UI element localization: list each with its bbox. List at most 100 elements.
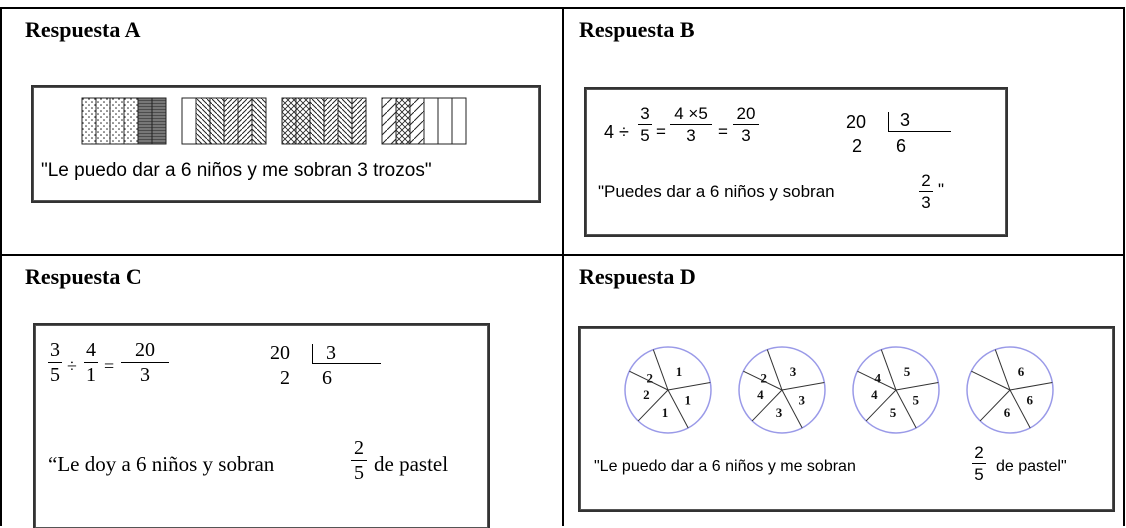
pie-sector-label: 1 bbox=[662, 405, 669, 420]
cell-b-remainder: 2 bbox=[852, 136, 863, 156]
pie-sector-label: 3 bbox=[790, 364, 797, 379]
pie-sector-line bbox=[994, 349, 1011, 391]
cell-d-quote-frac-num: 2 bbox=[974, 443, 984, 462]
pie-sector-label: 2 bbox=[647, 371, 654, 386]
cell-b-lead: 4 ÷ bbox=[604, 122, 629, 142]
cell-b-quote-frac-num: 2 bbox=[921, 171, 931, 190]
pie-sector-label: 5 bbox=[904, 364, 911, 379]
pie-sector-line bbox=[857, 370, 897, 391]
cell-a-title: Respuesta A bbox=[25, 17, 141, 42]
pie-sector-label: 4 bbox=[871, 387, 878, 402]
cell-b-title: Respuesta B bbox=[579, 17, 695, 42]
pie-sector-line bbox=[766, 349, 783, 391]
cell-c-quote-frac-num: 2 bbox=[354, 437, 364, 459]
cell-b-long-division: 20 3 2 6 bbox=[846, 110, 956, 160]
fraction-bar-2 bbox=[181, 97, 267, 145]
cell-a-quote: "Le puedo dar a 6 niños y me sobran 3 tr… bbox=[41, 160, 432, 181]
cell-c-dividend: 20 bbox=[270, 342, 290, 364]
cell-d-quote-frac-den: 5 bbox=[974, 465, 984, 484]
table-divider-vertical bbox=[562, 7, 564, 526]
cell-c-divisor: 3 bbox=[326, 342, 336, 364]
table-border-left bbox=[0, 7, 2, 526]
cell-c-div-sign: ÷ bbox=[67, 356, 77, 376]
pie-sector-line bbox=[637, 389, 669, 422]
cell-d-title: Respuesta D bbox=[579, 264, 696, 289]
cell-c-remainder: 2 bbox=[280, 367, 290, 389]
fraction-bars-illustration bbox=[81, 97, 467, 145]
cell-c-frac-2-den: 1 bbox=[86, 364, 96, 386]
table-divider-horizontal bbox=[0, 254, 1124, 256]
cell-d-quote: "Le puedo dar a 6 niños y me sobran bbox=[594, 458, 856, 475]
cell-b-quotient: 6 bbox=[896, 136, 907, 156]
cell-c-quotient: 6 bbox=[322, 367, 332, 389]
cell-b-box bbox=[584, 87, 1008, 237]
pie-sector-line bbox=[979, 389, 1011, 422]
pie-sector-label: 4 bbox=[757, 387, 764, 402]
cell-c-frac-3-den: 3 bbox=[140, 364, 150, 386]
table-border-right bbox=[1123, 7, 1125, 526]
cell-c-quote: “Le doy a 6 niños y sobran bbox=[48, 452, 275, 476]
cell-c-long-division: 20 3 2 6 bbox=[268, 342, 388, 392]
fraction-bar-3 bbox=[281, 97, 367, 145]
cell-c-quote-frac-den: 5 bbox=[354, 462, 364, 484]
cell-b-divisor: 3 bbox=[900, 110, 911, 130]
fraction-bar-4 bbox=[381, 97, 467, 145]
cell-b-frac-1-num: 3 bbox=[640, 104, 650, 123]
cell-b-quote-close: " bbox=[938, 180, 945, 199]
pie-sector-label: 5 bbox=[890, 405, 897, 420]
pie-sector-line bbox=[895, 382, 939, 391]
pie-sector-line bbox=[781, 382, 825, 391]
pie-sector-line bbox=[629, 370, 669, 391]
pie-sector-line bbox=[1009, 389, 1031, 429]
cell-c-frac-1-den: 5 bbox=[50, 364, 60, 386]
cell-b-quote: "Puedes dar a 6 niños y sobran bbox=[598, 182, 835, 201]
cell-b-division-bracket bbox=[888, 112, 951, 132]
cell-b-frac-3-den: 3 bbox=[741, 126, 751, 145]
cell-b-eq-1: = bbox=[656, 122, 666, 141]
pie-sector-line bbox=[667, 382, 711, 391]
cell-b-frac-3-num: 20 bbox=[736, 104, 756, 123]
cell-c-frac-2-num: 4 bbox=[86, 339, 96, 361]
pie-sector-line bbox=[751, 389, 783, 422]
pie-sector-line bbox=[781, 389, 803, 429]
cell-c-frac-1-num: 3 bbox=[50, 339, 60, 361]
cell-c-eq: = bbox=[104, 356, 115, 376]
cell-d-quote-tail: de pastel" bbox=[996, 458, 1067, 475]
cell-b-frac-1-den: 5 bbox=[640, 126, 650, 145]
pie-sector-line bbox=[865, 389, 897, 422]
cell-c-quote-tail: de pastel bbox=[374, 452, 449, 476]
pie-sector-label: 6 bbox=[1004, 405, 1011, 420]
pie-sector-label: 2 bbox=[643, 387, 650, 402]
pie-sector-label: 3 bbox=[799, 393, 806, 408]
cell-b-frac-2: 4 ×5 3 bbox=[670, 105, 712, 144]
pie-sector-line bbox=[652, 349, 669, 391]
pie-sector-line bbox=[743, 370, 783, 391]
cell-c-frac-3-num: 20 bbox=[135, 339, 155, 361]
cell-b-frac-2-den: 3 bbox=[686, 126, 696, 145]
cell-b-quote-frac-den: 3 bbox=[921, 193, 931, 212]
cell-b-frac-2-num: 4 ×5 bbox=[674, 104, 708, 123]
pie-sector-label: 6 bbox=[1018, 364, 1025, 379]
pie-sector-line bbox=[1009, 382, 1053, 391]
cell-b-eq-2: = bbox=[718, 122, 728, 141]
cell-c-box bbox=[33, 323, 490, 528]
pie-sector-line bbox=[971, 370, 1011, 391]
cell-b-dividend: 20 bbox=[846, 112, 867, 132]
pie-sector-label: 4 bbox=[875, 371, 882, 386]
pie-sector-label: 2 bbox=[761, 371, 768, 386]
pie-sector-line bbox=[895, 389, 917, 429]
pie-sector-line bbox=[667, 389, 689, 429]
cell-c-division-bracket bbox=[312, 344, 381, 364]
